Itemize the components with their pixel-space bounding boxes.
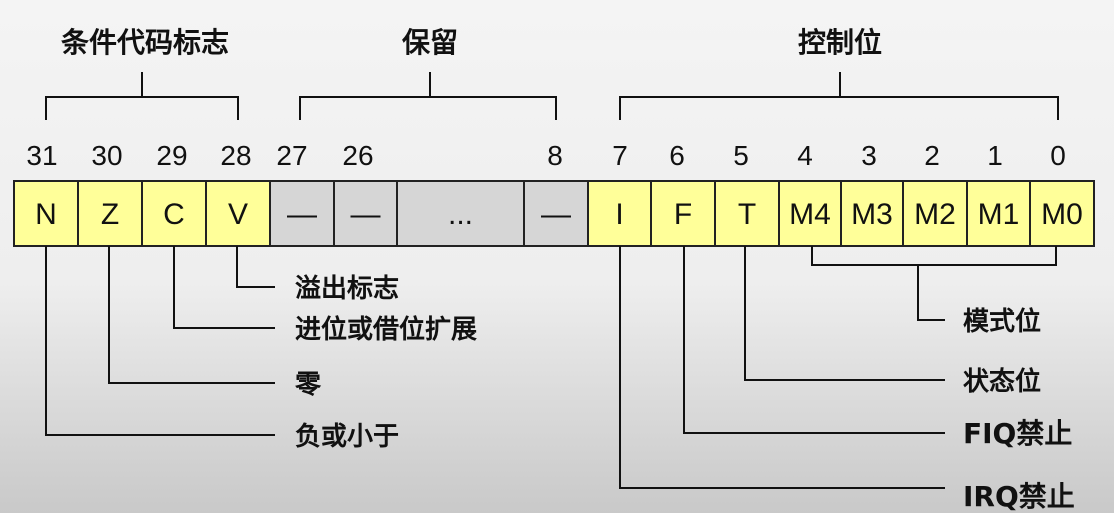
leader-t <box>744 246 945 381</box>
leader-f <box>683 246 945 434</box>
register-cell-label: M1 <box>978 198 1020 231</box>
register-cell <box>396 180 525 247</box>
register-cell-label: I <box>615 198 623 231</box>
desc-negative: 负或小于 <box>295 422 399 452</box>
bit-number: 29 <box>156 140 187 171</box>
register-cell <box>840 180 904 247</box>
register-cell-label: M3 <box>851 198 893 231</box>
register-cell-label: ... <box>448 198 473 231</box>
register-cell-label: — <box>351 198 381 231</box>
bit-number: 5 <box>733 140 749 171</box>
register-cell <box>650 180 716 247</box>
bit-number: 6 <box>669 140 685 171</box>
desc-overflow: 溢出标志 <box>295 274 399 304</box>
bracket-condition-flags <box>45 72 239 120</box>
register-cell-label: C <box>163 198 185 231</box>
desc-irq: IRQ禁止 <box>963 480 1075 513</box>
group-label-control-bits: 控制位 <box>798 26 882 59</box>
register-cell <box>13 180 79 247</box>
register-cell <box>269 180 335 247</box>
register-cell <box>333 180 398 247</box>
register-cell <box>778 180 842 247</box>
leader-i <box>619 246 945 489</box>
desc-zero: 零 <box>295 370 322 400</box>
bit-number: 4 <box>797 140 813 171</box>
register-cell-label: — <box>541 198 571 231</box>
desc-mode: 模式位 <box>963 306 1041 337</box>
register-cell-label: N <box>35 198 57 231</box>
bit-number: 1 <box>987 140 1003 171</box>
register-cell-label: M0 <box>1041 198 1083 231</box>
bracket-reserved <box>299 72 557 120</box>
bit-number: 27 <box>276 140 307 171</box>
leader-n <box>45 246 275 436</box>
register-cell-label: F <box>674 198 692 231</box>
leader-z <box>108 246 275 384</box>
bracket-control-bits <box>619 72 1059 120</box>
register-cell-label: M2 <box>914 198 956 231</box>
desc-fiq: FIQ禁止 <box>963 417 1072 450</box>
register-cell-label: M4 <box>789 198 831 231</box>
bit-number: 3 <box>861 140 877 171</box>
leader-v <box>236 246 275 288</box>
group-label-condition-flags: 条件代码标志 <box>61 26 229 59</box>
register-cell-label: — <box>287 198 317 231</box>
bit-number: 0 <box>1050 140 1066 171</box>
bit-number: 26 <box>342 140 373 171</box>
leader-lines <box>45 246 1057 489</box>
register-cell <box>1029 180 1095 247</box>
leader-c <box>173 246 275 329</box>
register-cell <box>77 180 143 247</box>
desc-carry: 进位或借位扩展 <box>295 314 477 345</box>
bit-number: 28 <box>220 140 251 171</box>
brackets <box>45 72 1059 120</box>
bit-numbers: 31 30 29 28 27 26 8 7 6 5 4 3 2 1 0 <box>26 140 1065 171</box>
register-cell <box>523 180 589 247</box>
register-cells: N Z C V — —... — I F T M4 M3 M2 M1 M0 <box>13 180 1095 247</box>
desc-state: 状态位 <box>963 366 1041 397</box>
register-cell <box>902 180 968 247</box>
group-label-reserved: 保留 <box>402 26 458 59</box>
bit-number: 8 <box>547 140 563 171</box>
bit-number: 30 <box>91 140 122 171</box>
register-cell-label: Z <box>101 198 119 231</box>
bit-number: 7 <box>612 140 628 171</box>
bit-number: 2 <box>924 140 940 171</box>
register-cell-label: T <box>738 198 756 231</box>
register-cell-label: V <box>228 198 248 231</box>
leader-mode <box>811 246 1057 321</box>
bit-number: 31 <box>26 140 57 171</box>
